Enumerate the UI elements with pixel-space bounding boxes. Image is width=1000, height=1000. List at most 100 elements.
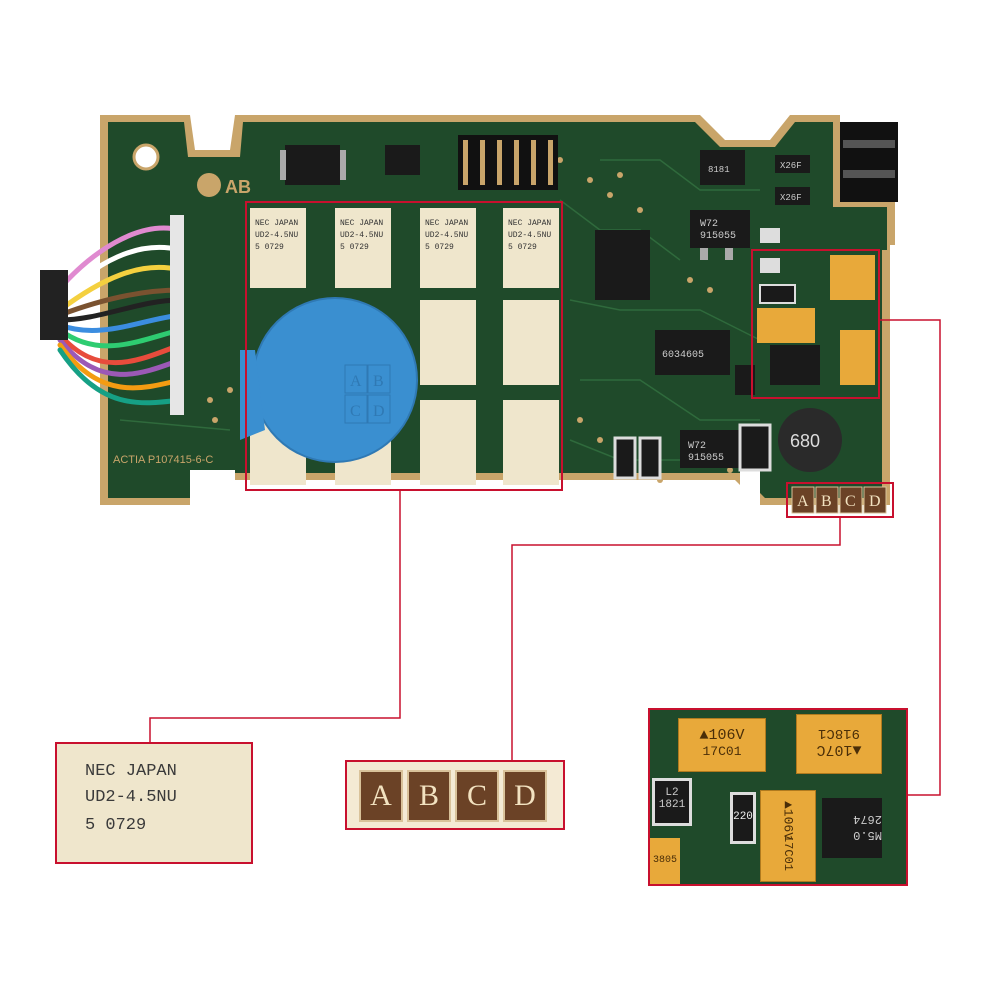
l2-component [738,423,772,472]
relay-1-line2: UD2-4.5NU [255,231,298,240]
resistor-a [613,436,637,480]
zoom-letter-a: A [359,770,403,822]
pin-header [458,135,558,190]
zoom-ic-line1: 2674 [853,812,882,826]
resistor-b [638,436,662,480]
regulator-bottom-label: W72 [688,441,706,452]
leader-lines [149,319,941,796]
leader-caps [879,319,941,796]
actia-logo-icon [197,173,221,197]
zoom-cap-2: 918C1 ▲107C [796,714,882,774]
transistor-1-label: X26F [780,161,802,171]
inductor-label: 680 [790,431,820,451]
regulator-top-label: W72 [700,219,718,230]
qfp-chip [595,230,650,300]
transistor-2-label: X26F [780,193,802,203]
board-abcd [791,486,887,514]
leader-relay [149,490,401,742]
relay-3-line2: UD2-4.5NU [425,231,468,240]
board-cutout-right [740,470,760,505]
zoom-res-220: 220 [730,792,756,844]
zoom-res-220-label: 220 [733,811,753,823]
zoom-caps-panel: ▲106V 17C01 918C1 ▲107C ▲106V 17C01 2674… [648,708,908,886]
inductor [778,408,842,472]
board-abcd-b: B [821,493,832,510]
board-cap-1 [830,255,875,300]
board-abcd-d: D [869,493,881,510]
regulator-bottom-label-2: 915055 [688,453,724,464]
relay-1-line3: 5 0729 [255,243,284,252]
transistor-1 [775,155,810,173]
top-chip [285,145,340,185]
board-abcd-c: C [845,493,856,510]
relay-1-line1: NEC JAPAN [255,219,298,228]
zoom-relay-line1: NEC JAPAN [85,762,177,781]
relay-grid [250,208,559,485]
board-res-top2 [760,258,780,273]
wire-bundle [47,225,183,406]
zoom-cap-1-line1: ▲106V [699,727,745,744]
relay-4-line3: 5 0729 [508,243,537,252]
zoom-letter-d: D [503,770,547,822]
zoom-l2: L2 1821 [652,778,692,826]
zoom-letter-c: C [455,770,499,822]
pcb-vias [207,157,733,483]
mounting-hole [132,143,160,171]
zoom-bottom-part: 3805 [650,838,680,884]
zoom-l2-label: L2 [665,787,679,799]
regulator-top-label-2: 915055 [700,231,736,242]
zoom-cap-3: ▲106V 17C01 [760,790,816,882]
board-abcd-a: A [797,493,809,510]
zoom-relay-panel: NEC JAPAN UD2-4.5NU 5 0729 [55,742,253,864]
zoom-relay-line2: UD2-4.5NU [85,788,177,807]
buzzer-letter-a: A [350,373,362,390]
logo-text: AB [225,177,251,197]
mid-chip-label: 6034605 [662,350,704,361]
diode [735,365,755,395]
zoom-ic: 2674 M5.0 [822,798,882,858]
board-cap-3 [840,330,875,385]
regulator-bottom [680,430,740,468]
blue-buzzer [240,297,418,463]
board-cap-2 [757,308,815,343]
mid-chip [655,330,730,375]
relay-2-line3: 5 0729 [340,243,369,252]
board-cutout-left [190,470,235,505]
soic-chip-top [385,145,420,175]
relay-4-line1: NEC JAPAN [508,219,551,228]
zoom-cap-2-line2: 918C1 [818,725,861,741]
zoom-letter-b: B [407,770,451,822]
board-ic-small [770,345,820,385]
relay-4-line2: UD2-4.5NU [508,231,551,240]
buzzer-letter-c: C [350,403,361,420]
zoom-cap-1: ▲106V 17C01 [678,718,766,772]
leader-abcd [511,517,841,760]
zoom-abcd-panel: A B C D [345,760,565,830]
relay-2-line2: UD2-4.5NU [340,231,383,240]
zoom-cap-3-line2: 17C01 [781,834,795,871]
buzzer-letter-b: B [373,373,384,390]
zoom-cap-2-line1: ▲107C [816,741,862,758]
power-connector [840,122,898,202]
zoom-ic-line2: M5.0 [853,828,882,842]
small-ic [700,150,745,185]
zoom-bottom-label: 3805 [652,855,677,866]
small-ic-label: 8181 [708,165,730,175]
regulator-top [690,210,750,248]
relay-3-line3: 5 0729 [425,243,454,252]
board-res-top [760,228,780,243]
buzzer-letter-d: D [373,403,385,420]
wire-connector [170,215,184,415]
relay-3-line1: NEC JAPAN [425,219,468,228]
silkscreen-text: ACTIA P107415-6-C [113,454,213,466]
highlight-relays [245,201,563,491]
highlight-caps [751,249,880,399]
relay-labels: NEC JAPAN UD2-4.5NU 5 0729 NEC JAPAN UD2… [255,219,551,252]
zoom-l2b-label: 1821 [658,799,686,811]
transistor-2 [775,187,810,205]
relay-2-line1: NEC JAPAN [340,219,383,228]
zoom-cap-1-line2: 17C01 [702,744,742,759]
cable-sleeve [40,270,68,340]
zoom-relay-line3: 5 0729 [85,816,147,835]
